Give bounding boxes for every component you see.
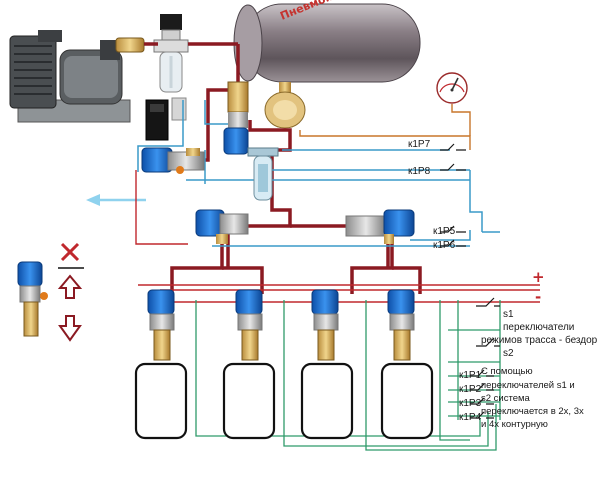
solenoid-valve-tank xyxy=(223,81,249,155)
relay-label-k1p3: к1Р3 xyxy=(459,398,482,409)
relay-label-k1p1: к1Р1 xyxy=(459,370,482,381)
wheel-valve-1 xyxy=(147,289,175,361)
note-line-2: переключателей s1 и xyxy=(481,380,575,391)
wheel-valve-2 xyxy=(235,289,263,361)
power-plus-label: + xyxy=(532,268,545,286)
note-line-5: и 4х контурную xyxy=(481,419,548,430)
air-spring-1 xyxy=(134,362,188,440)
power-wires xyxy=(135,104,540,303)
wheel-valve-4 xyxy=(387,289,415,361)
solenoid-valve-main-left xyxy=(141,147,205,174)
power-minus-label: - xyxy=(535,288,542,306)
switch-mode-description: режимов трасса - бездор xyxy=(481,335,598,346)
wheel-valve-3 xyxy=(311,289,339,361)
check-valve xyxy=(115,37,145,53)
air-spring-4 xyxy=(380,362,434,440)
control-lines-blue xyxy=(137,100,500,247)
inline-filter xyxy=(247,147,279,201)
legend-close-icon xyxy=(60,242,80,262)
gauge-icon xyxy=(436,72,468,104)
note-line-1: С помощью xyxy=(481,366,533,377)
relay-label-k1p7: к1Р7 xyxy=(408,139,431,150)
air-tank: Пневмоподвеска xyxy=(233,0,421,83)
pressure-sensor xyxy=(264,82,306,129)
pressure-switch xyxy=(145,97,187,141)
legend-arrow-down-icon xyxy=(58,315,82,342)
solenoid-valve-rear-axle xyxy=(345,209,415,244)
legend-valve xyxy=(17,261,48,337)
relay-label-k1p5: к1Р5 xyxy=(433,226,456,237)
legend-arrow-up-icon xyxy=(57,274,83,299)
control-lines-green xyxy=(195,300,501,451)
switch-s2-label: s2 xyxy=(503,348,514,359)
air-spring-3 xyxy=(300,362,354,440)
compressor xyxy=(9,30,131,123)
relay-label-k1p4: к1Р4 xyxy=(459,412,482,423)
exhaust-arrowhead xyxy=(86,194,100,206)
switch-s1-description: переключатели xyxy=(503,322,575,333)
solenoid-valve-front-axle xyxy=(195,209,249,244)
pressure-lines xyxy=(144,42,422,294)
relay-contacts xyxy=(440,143,500,419)
relay-label-k1p8: к1Р8 xyxy=(408,166,431,177)
note-line-4: переключается в 2х, 3х xyxy=(481,406,584,417)
relay-label-k1p6: к1Р6 xyxy=(433,240,456,251)
switch-s1-label: s1 xyxy=(503,309,514,320)
note-line-3: s2 система xyxy=(481,393,530,404)
filter-regulator xyxy=(153,14,189,93)
relay-label-k1p2: к1Р2 xyxy=(459,384,482,395)
air-spring-2 xyxy=(222,362,276,440)
